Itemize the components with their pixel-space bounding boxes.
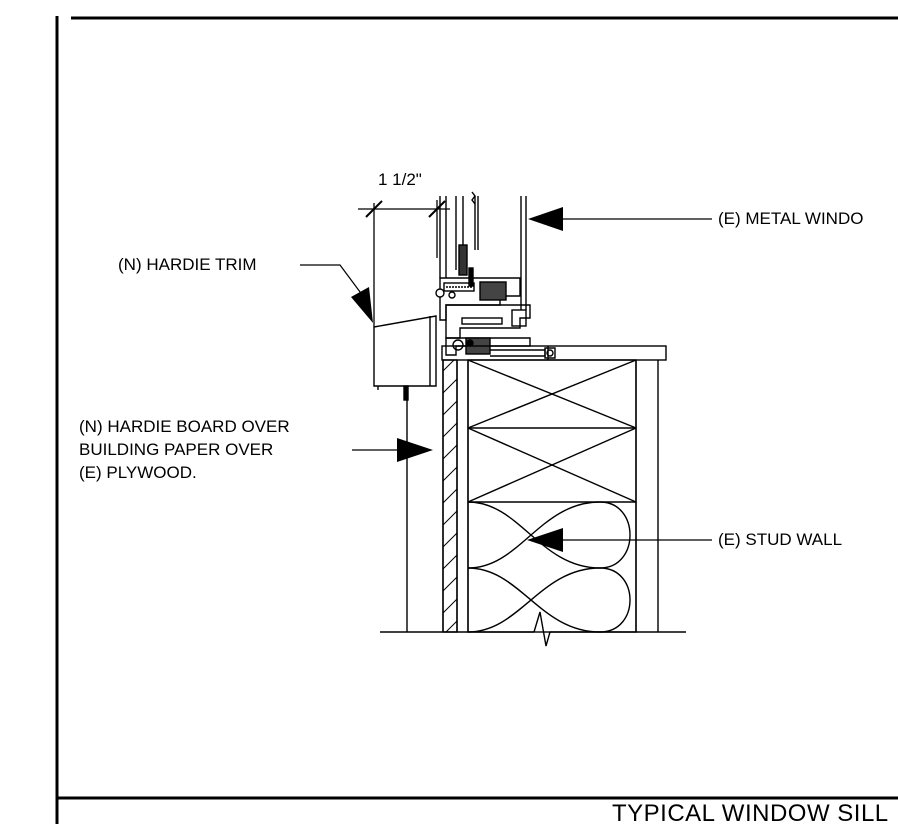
wall-section <box>380 359 686 647</box>
leader-stud-wall <box>527 528 712 552</box>
callout-metal-window: (E) METAL WINDO <box>718 209 864 228</box>
leader-metal-window <box>528 207 712 231</box>
hardie-trim <box>373 315 437 401</box>
leader-hardie-board <box>352 438 433 462</box>
window-sill-extrusion <box>445 304 556 359</box>
callout-hardie-board-line3: (E) PLYWOOD. <box>79 463 197 482</box>
sheet-border <box>55 16 898 824</box>
dimension-label: 1 1/2" <box>378 170 422 189</box>
dimension-line <box>358 200 450 327</box>
detail-title: TYPICAL WINDOW SILL <box>612 800 889 827</box>
callout-hardie-board-line1: (N) HARDIE BOARD OVER <box>79 417 290 436</box>
callout-hardie-trim: (N) HARDIE TRIM <box>118 255 257 274</box>
callout-hardie-board-line2: BUILDING PAPER OVER <box>79 440 274 459</box>
callout-stud-wall: (E) STUD WALL <box>718 530 843 549</box>
leader-hardie-trim <box>300 264 373 323</box>
metal-window-frame <box>435 191 527 321</box>
